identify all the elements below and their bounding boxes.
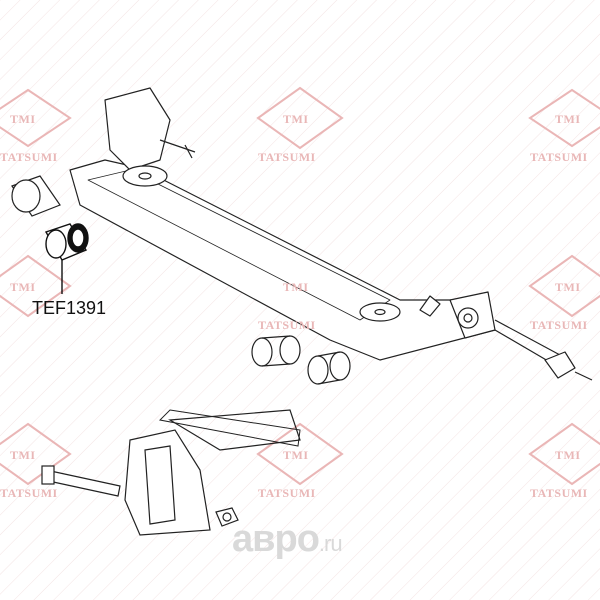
avro-logo: авро.ru <box>232 518 343 561</box>
watermark-brand-6: TMI <box>555 280 581 294</box>
callout-outline <box>158 409 301 447</box>
watermark-brand-9: TMI <box>555 448 581 462</box>
bushing-sleeve-left <box>11 175 61 217</box>
watermark-brand-7: TMI <box>10 448 36 462</box>
watermark-name-3: TATSUMI <box>530 150 588 164</box>
center-bushings <box>251 335 351 385</box>
part-number-label: TEF1391 <box>32 298 107 318</box>
axle-beam <box>69 87 593 381</box>
avro-logo-text: авро <box>232 518 320 560</box>
mount-bracket <box>41 409 301 536</box>
watermark-name-9: TATSUMI <box>530 486 588 500</box>
avro-logo-tld: .ru <box>318 531 343 556</box>
watermark-name-5: TATSUMI <box>258 318 316 332</box>
watermark-brand-8: TMI <box>283 448 309 462</box>
watermark-name-2: TATSUMI <box>258 150 316 164</box>
watermark-brand-1: TMI <box>10 112 36 126</box>
watermark-brand-4: TMI <box>10 280 36 294</box>
watermark-name-1: TATSUMI <box>0 150 58 164</box>
watermark-name-7: TATSUMI <box>0 486 58 500</box>
watermark-brand-3: TMI <box>555 112 581 126</box>
watermark-name-8: TATSUMI <box>258 486 316 500</box>
silent-block-bushing <box>44 223 89 294</box>
watermark-brand-2: TMI <box>283 112 309 126</box>
watermark-brand-5: TMI <box>283 280 309 294</box>
watermark-name-6: TATSUMI <box>530 318 588 332</box>
